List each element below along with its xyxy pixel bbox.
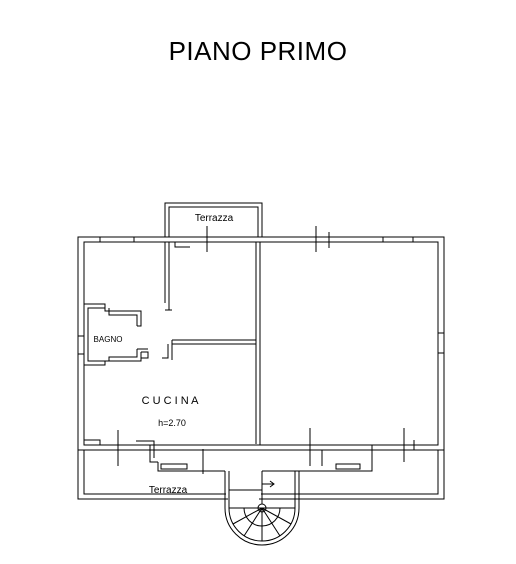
windows — [77, 226, 445, 355]
kitchen-height-label: h=2.70 — [158, 418, 186, 428]
terrace-top-label: Terrazza — [195, 213, 234, 224]
terrace-bottom-label: Terrazza — [149, 485, 188, 496]
spiral-staircase — [224, 471, 300, 546]
bathroom-label: BAGNO — [94, 335, 123, 344]
plan-title: PIANO PRIMO — [168, 36, 348, 66]
kitchen-label: C U C I N A — [142, 395, 200, 407]
terrace-top — [164, 202, 263, 237]
interior-walls — [84, 242, 438, 474]
terrace-bottom — [77, 450, 445, 500]
outer-walls — [77, 236, 445, 451]
